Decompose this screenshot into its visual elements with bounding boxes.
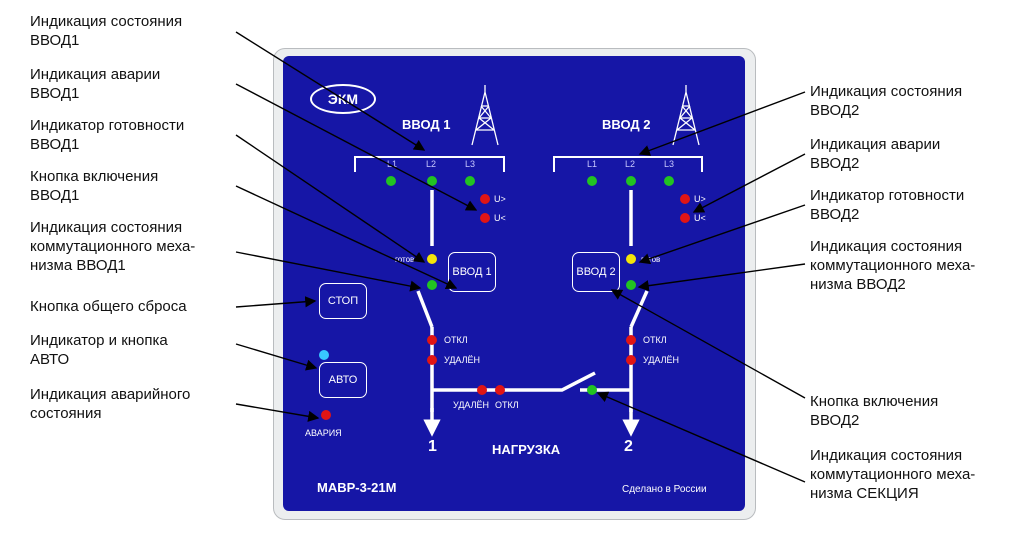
callout-input1-ready: Индикатор готовности ВВОД1 xyxy=(30,117,185,153)
callout-input1-status: Индикация состояния ВВОД1 xyxy=(30,13,183,49)
callout-section-switch: Индикация состояния коммутационного меха… xyxy=(810,447,976,502)
section-remote-label: УДАЛЁН xyxy=(453,400,490,410)
input1-phase-l2: L2 xyxy=(426,159,437,169)
input2-title: ВВОД 2 xyxy=(602,117,651,132)
input1-phase-l1: L1 xyxy=(387,159,398,169)
input1-off-label: ОТКЛ xyxy=(444,335,468,345)
auto-button[interactable]: АВТО xyxy=(319,362,367,398)
input1-title: ВВОД 1 xyxy=(402,117,451,132)
callout-auto: Индикатор и кнопка АВТО xyxy=(30,332,168,368)
ekm-logo: ЭКМ xyxy=(310,84,376,114)
input2-off-label: ОТКЛ xyxy=(643,335,667,345)
input1-ready-label: готов xyxy=(395,255,415,264)
input2-u-under-label: U< xyxy=(694,213,706,223)
callout-input2-status: Индикация состояния ВВОД2 xyxy=(810,83,963,119)
input2-ready-label: готов xyxy=(641,255,661,264)
section-off-label: ОТКЛ xyxy=(495,400,519,410)
input1-phase-l3: L3 xyxy=(465,159,476,169)
input2-phase-l1: L1 xyxy=(587,159,598,169)
callout-input2-ready: Индикатор готовности ВВОД2 xyxy=(810,187,965,223)
input2-on-button[interactable]: ВВОД 2 xyxy=(572,252,620,292)
callout-input2-button: Кнопка включения ВВОД2 xyxy=(810,393,939,429)
callout-input1-switch: Индикация состояния коммутационного меха… xyxy=(30,219,196,274)
input2-phase-l3: L3 xyxy=(664,159,675,169)
input1-u-over-label: U> xyxy=(494,194,506,204)
callout-input1-button: Кнопка включения ВВОД1 xyxy=(30,168,159,204)
output-2-label: 2 xyxy=(624,438,633,455)
model-label: МАВР-3-21М xyxy=(317,480,397,495)
made-in-label: Сделано в России xyxy=(622,484,707,495)
alarm-label: АВАРИЯ xyxy=(305,428,342,438)
output-1-label: 1 xyxy=(428,438,437,455)
callout-alarm: Индикация аварийного состояния xyxy=(30,386,191,422)
input1-u-under-label: U< xyxy=(494,213,506,223)
load-label: НАГРУЗКА xyxy=(492,442,561,457)
input1-on-button[interactable]: ВВОД 1 xyxy=(448,252,496,292)
input2-u-over-label: U> xyxy=(694,194,706,204)
input2-remote-label: УДАЛЁН xyxy=(643,355,680,365)
callout-reset-button: Кнопка общего сброса xyxy=(30,298,187,315)
callout-input2-switch: Индикация состояния коммутационного меха… xyxy=(810,238,976,293)
stop-reset-button[interactable]: СТОП xyxy=(319,283,367,319)
input1-remote-label: УДАЛЁН xyxy=(444,355,481,365)
input2-phase-l2: L2 xyxy=(625,159,636,169)
callout-input1-alarm: Индикация аварии ВВОД1 xyxy=(30,66,161,102)
callout-input2-alarm: Индикация аварии ВВОД2 xyxy=(810,136,941,172)
